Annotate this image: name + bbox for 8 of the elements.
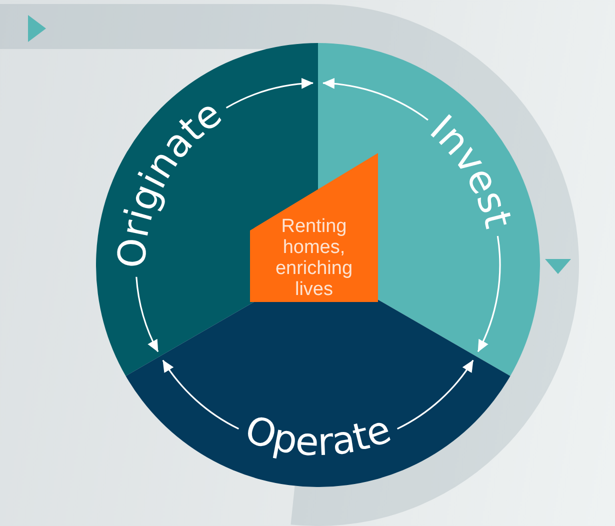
curved-arrow — [322, 78, 428, 121]
curved-arrow — [162, 360, 240, 430]
center-label: Renting homes, enriching lives — [275, 216, 353, 300]
curved-arrow — [226, 78, 314, 108]
curved-arrow — [477, 236, 501, 352]
curved-arrow — [136, 276, 159, 352]
segment-label: Operate — [240, 406, 396, 464]
curved-arrow — [396, 360, 474, 430]
